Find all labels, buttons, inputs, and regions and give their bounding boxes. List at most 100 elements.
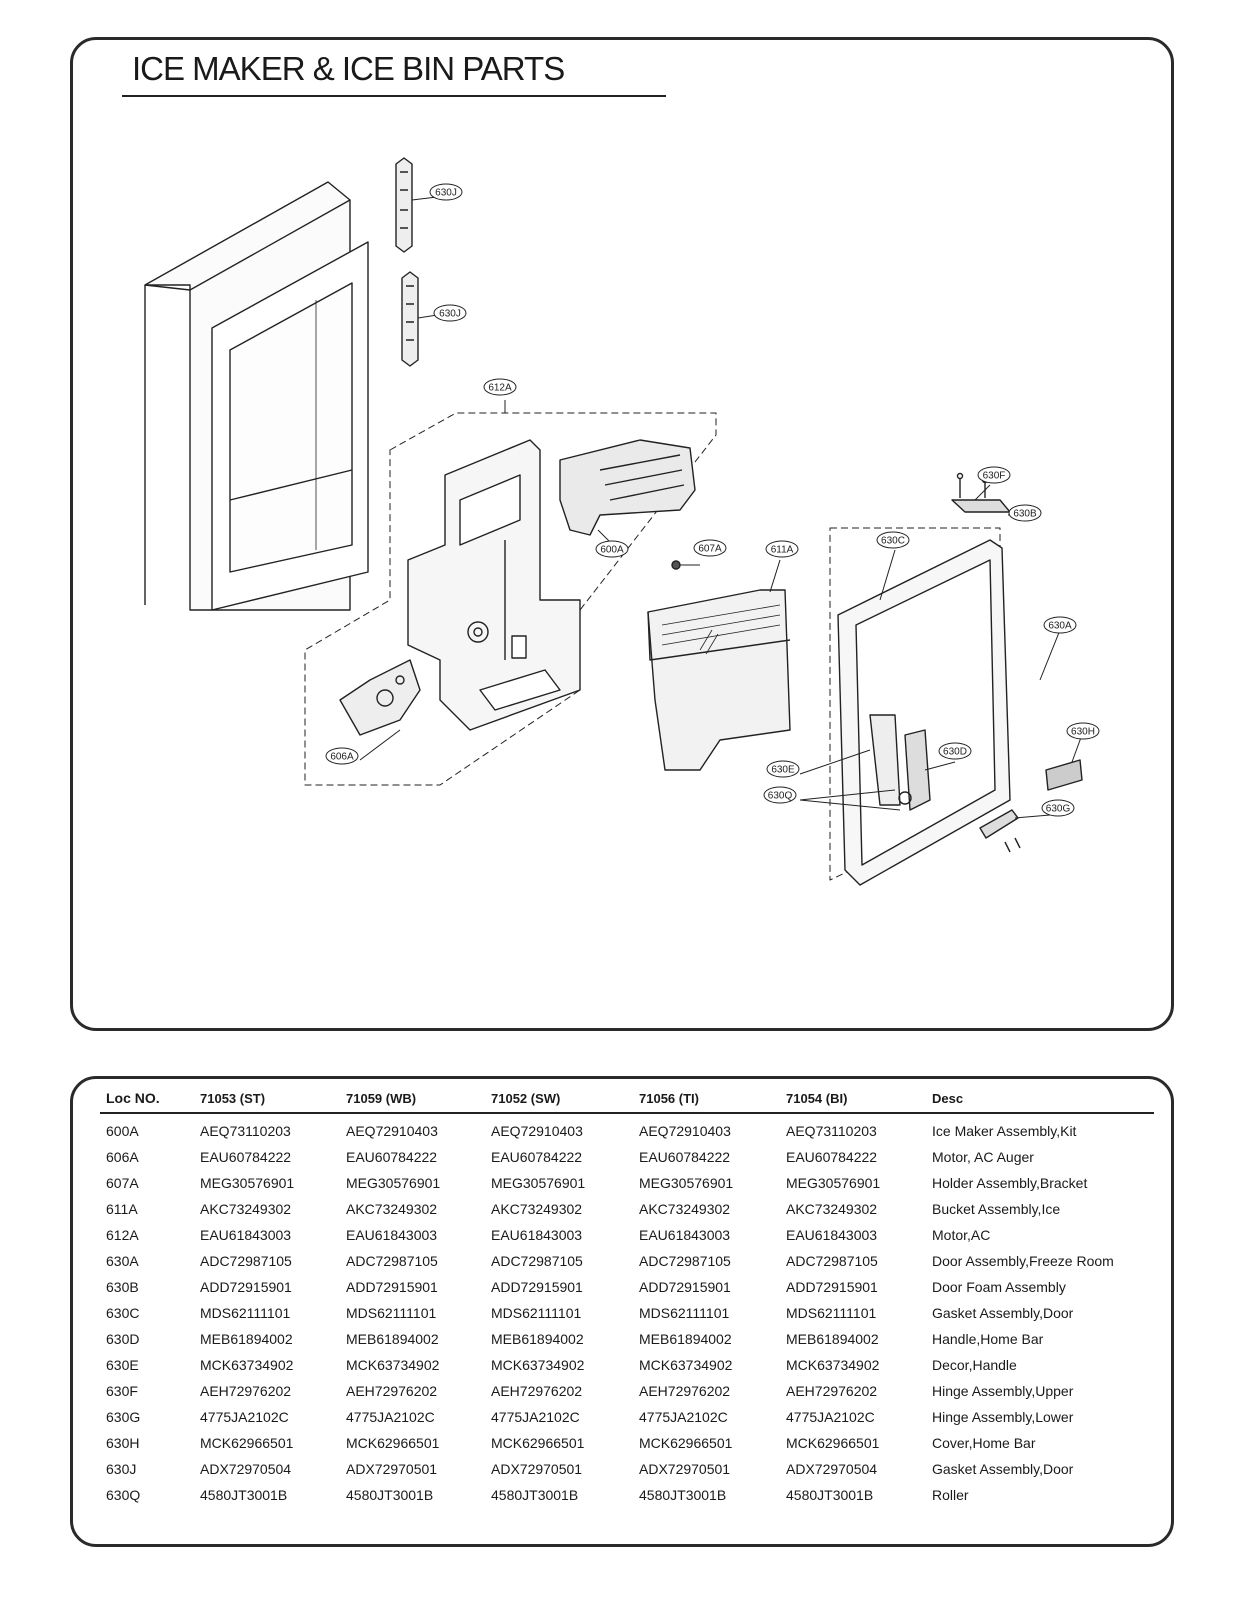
part-71054-cell: AEH72976202 bbox=[786, 1383, 878, 1399]
part-71053-cell: MDS62111101 bbox=[200, 1305, 291, 1321]
part-71053-cell: EAU60784222 bbox=[200, 1149, 292, 1165]
table-row: 607A MEG30576901 MEG30576901 MEG30576901 MEG… bbox=[100, 1170, 1154, 1196]
hinge-630g-drawing bbox=[979, 809, 1021, 853]
header-71052: 71052 (SW) bbox=[485, 1086, 633, 1114]
loc-cell: 606A bbox=[106, 1149, 139, 1165]
header-71053: 71053 (ST) bbox=[194, 1086, 340, 1114]
part-71056-cell: AEH72976202 bbox=[639, 1383, 731, 1399]
part-71053-cell: MCK62966501 bbox=[200, 1435, 294, 1451]
desc-cell: Cover,Home Bar bbox=[932, 1435, 1036, 1451]
exploded-parts-diagram: 630J630J612A600A607A611A606A630F630B630C… bbox=[144, 157, 1100, 886]
part-71053-cell: AKC73249302 bbox=[200, 1201, 292, 1217]
callout-12: 630D bbox=[938, 742, 972, 760]
loc-cell: 630F bbox=[106, 1383, 138, 1399]
loc-cell: 600A bbox=[106, 1123, 139, 1139]
header-desc: Desc bbox=[926, 1086, 1154, 1114]
loc-cell: 611A bbox=[106, 1201, 138, 1217]
part-71052-cell: AKC73249302 bbox=[491, 1201, 583, 1217]
part-71056-cell: ADC72987105 bbox=[639, 1253, 731, 1269]
part-71052-cell: 4580JT3001B bbox=[491, 1487, 579, 1503]
callout-13: 630E bbox=[766, 760, 800, 778]
part-71053-cell: 4580JT3001B bbox=[200, 1487, 288, 1503]
part-71056-cell: ADD72915901 bbox=[639, 1279, 731, 1295]
part-71053-cell: MEB61894002 bbox=[200, 1331, 293, 1347]
desc-cell: Hinge Assembly,Upper bbox=[932, 1383, 1074, 1399]
part-71056-cell: MEG30576901 bbox=[639, 1175, 734, 1191]
table-header-row: Loc NO. 71053 (ST) 71059 (WB) 71052 (SW)… bbox=[100, 1086, 1154, 1114]
part-71059-cell: MEG30576901 bbox=[346, 1175, 441, 1191]
desc-cell: Ice Maker Assembly,Kit bbox=[932, 1123, 1077, 1139]
loc-cell: 630Q bbox=[106, 1487, 141, 1503]
callout-label: 630G bbox=[1046, 804, 1071, 815]
callout-2: 612A bbox=[483, 378, 517, 396]
part-71052-cell: MDS62111101 bbox=[491, 1305, 582, 1321]
table-row: 630E MCK63734902 MCK63734902 MCK63734902 MCK… bbox=[100, 1352, 1154, 1378]
part-71059-cell: MCK63734902 bbox=[346, 1357, 440, 1373]
callout-10: 630A bbox=[1043, 616, 1077, 634]
roller-630j-lower-drawing bbox=[401, 271, 419, 367]
desc-cell: Roller bbox=[932, 1487, 969, 1503]
part-71056-cell: AEQ72910403 bbox=[639, 1123, 731, 1139]
roller-630j-upper-drawing bbox=[395, 157, 413, 253]
part-71052-cell: MEG30576901 bbox=[491, 1175, 586, 1191]
callout-1: 630J bbox=[433, 304, 467, 322]
housing-drawing bbox=[407, 439, 581, 731]
door-630a-drawing bbox=[837, 539, 1011, 886]
part-71053-cell: MCK63734902 bbox=[200, 1357, 294, 1373]
desc-cell: Handle,Home Bar bbox=[932, 1331, 1044, 1347]
part-71056-cell: 4580JT3001B bbox=[639, 1487, 727, 1503]
callout-label: 611A bbox=[771, 545, 794, 556]
part-71059-cell: MEB61894002 bbox=[346, 1331, 439, 1347]
part-71052-cell: AEH72976202 bbox=[491, 1383, 583, 1399]
parts-table: Loc NO. 71053 (ST) 71059 (WB) 71052 (SW)… bbox=[100, 1086, 1154, 1508]
ice-maker-600a-drawing bbox=[559, 439, 696, 570]
part-71059-cell: ADC72987105 bbox=[346, 1253, 438, 1269]
desc-cell: Hinge Assembly,Lower bbox=[932, 1409, 1074, 1425]
callout-label: 607A bbox=[698, 544, 722, 555]
desc-cell: Motor,AC bbox=[932, 1227, 991, 1243]
callout-0: 630J bbox=[429, 183, 463, 201]
callout-11: 630H bbox=[1066, 722, 1100, 740]
part-71052-cell: ADD72915901 bbox=[491, 1279, 583, 1295]
loc-cell: 630E bbox=[106, 1357, 139, 1373]
title-underline bbox=[122, 95, 666, 97]
part-71059-cell: MCK62966501 bbox=[346, 1435, 440, 1451]
part-71052-cell: EAU60784222 bbox=[491, 1149, 583, 1165]
part-71052-cell: ADX72970501 bbox=[491, 1461, 583, 1477]
part-71052-cell: 4775JA2102C bbox=[491, 1409, 580, 1425]
callout-5: 611A bbox=[765, 540, 799, 558]
callout-label: 630J bbox=[435, 188, 457, 199]
callout-label: 630J bbox=[439, 309, 461, 320]
cover-630h-drawing bbox=[1045, 759, 1083, 791]
motor-606a-drawing bbox=[339, 659, 421, 736]
part-71059-cell: EAU61843003 bbox=[346, 1227, 438, 1243]
part-71053-cell: ADX72970504 bbox=[200, 1461, 292, 1477]
loc-cell: 630D bbox=[106, 1331, 140, 1347]
part-71053-cell: ADD72915901 bbox=[200, 1279, 292, 1295]
part-71056-cell: MCK63734902 bbox=[639, 1357, 733, 1373]
callout-7: 630F bbox=[977, 466, 1011, 484]
part-71056-cell: MDS62111101 bbox=[639, 1305, 730, 1321]
part-71059-cell: AEQ72910403 bbox=[346, 1123, 438, 1139]
part-71054-cell: MCK63734902 bbox=[786, 1357, 880, 1373]
part-71056-cell: 4775JA2102C bbox=[639, 1409, 728, 1425]
assembly-612a-outline bbox=[304, 412, 717, 786]
callout-label: 606A bbox=[330, 752, 354, 763]
part-71054-cell: ADC72987105 bbox=[786, 1253, 878, 1269]
door-frame-drawing bbox=[144, 181, 369, 611]
loc-cell: 607A bbox=[106, 1175, 139, 1191]
parts-table-panel bbox=[70, 1076, 1174, 1547]
loc-cell: 630B bbox=[106, 1279, 139, 1295]
part-71054-cell: AEQ73110203 bbox=[786, 1123, 877, 1139]
callout-label: 630D bbox=[943, 747, 967, 758]
part-71054-cell: ADX72970504 bbox=[786, 1461, 878, 1477]
part-71054-cell: MEG30576901 bbox=[786, 1175, 881, 1191]
